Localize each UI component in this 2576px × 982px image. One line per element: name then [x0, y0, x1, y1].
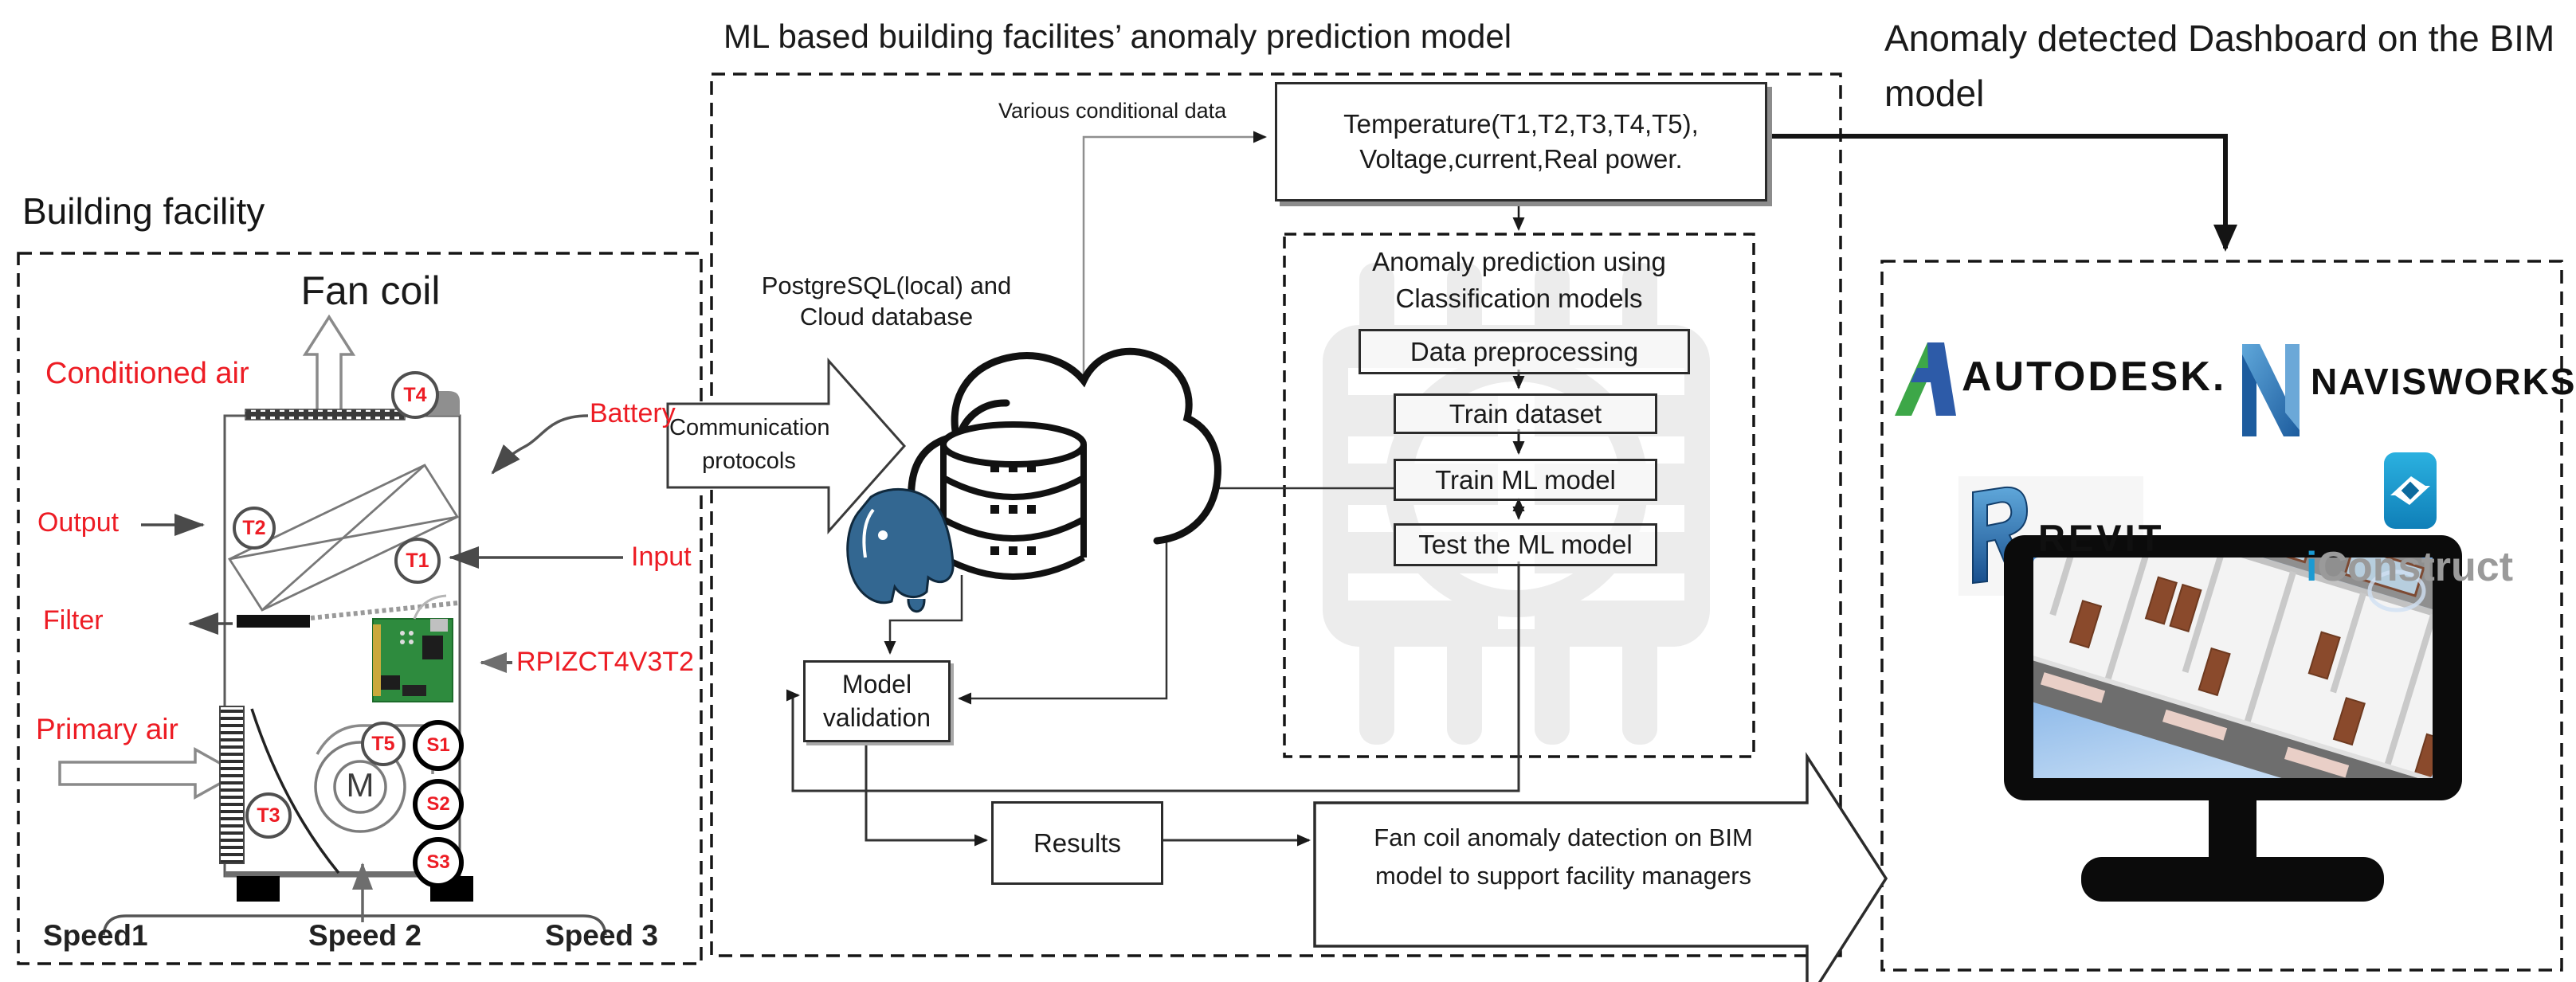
speed2-label: Speed 2	[308, 919, 421, 952]
big-arrow-label: Fan coil anomaly datection on BIM model …	[1374, 824, 1753, 890]
top-coil-strip	[245, 409, 406, 421]
iconstruct-logo-icon	[2384, 452, 2437, 529]
results-box: Results	[991, 801, 1163, 885]
conditioned-air-label: Conditioned air	[45, 357, 249, 390]
battery-label: Battery	[590, 398, 676, 428]
speed3-label: Speed 3	[545, 919, 658, 952]
output-label: Output	[37, 507, 120, 538]
db-bottom-to-validation-arrow	[884, 575, 963, 655]
validation-to-results-arrow	[865, 737, 988, 847]
step-train-dataset: Train dataset	[1394, 393, 1657, 434]
building-section-title: Building facility	[22, 190, 265, 232]
motor-label: M	[346, 766, 374, 804]
temp-to-dashboard-arrow	[1765, 134, 2237, 252]
bim-detection-big-arrow	[1313, 752, 1888, 982]
primary-air-arrow-icon	[58, 747, 241, 800]
anomaly-box-title: Anomaly prediction using Classification …	[1372, 247, 1666, 314]
sensor-badge-s1: S1	[413, 720, 464, 771]
fan-coil-label: Fan coil	[300, 268, 441, 313]
rpi-label: RPIZCT4V3T2	[516, 647, 694, 677]
primary-air-label: Primary air	[36, 713, 178, 745]
autodesk-logo-icon	[1895, 342, 1956, 416]
temperature-line2: Voltage,current,Real power.	[1359, 144, 1683, 174]
navisworks-logo-icon	[2242, 344, 2300, 436]
autodesk-wordmark: AUTODESK.	[1962, 354, 2227, 400]
speed-brace	[102, 914, 607, 936]
filter-label: Filter	[43, 605, 104, 636]
testml-loop-to-validation	[786, 561, 1520, 792]
postgresql-logo-icon	[846, 487, 955, 613]
bim-model-screenshot	[2033, 558, 2433, 778]
dashboard-dashed-box	[1880, 260, 2563, 972]
iconstruct-wordmark: iConstruct	[2306, 543, 2513, 591]
iconstruct-rest: Construct	[2317, 544, 2514, 590]
conditioned-air-arrow-icon	[302, 314, 356, 414]
speed1-label: Speed1	[43, 919, 148, 952]
communication-protocols-arrow	[666, 358, 907, 534]
sensor-badge-s3: S3	[413, 837, 464, 888]
step-train-ml-model: Train ML model	[1394, 459, 1657, 501]
navisworks-wordmark: NAVISWORKS	[2311, 361, 2576, 402]
building-facility-dashed-box	[17, 252, 703, 965]
sensor-badge-t2: T2	[233, 507, 276, 550]
filter-bar	[237, 615, 310, 628]
iconstruct-i: i	[2306, 544, 2318, 590]
model-validation-box: Model validation	[803, 660, 951, 742]
heat-exchanger-battery	[227, 464, 460, 612]
temperature-line1: Temperature(T1,T2,T3,T4,T5),	[1343, 109, 1699, 139]
ml-model-dashed-box	[710, 72, 1842, 957]
ml-section-title: ML based building facilites’ anomaly pre…	[723, 18, 1512, 55]
rpi-board-icon	[372, 594, 453, 702]
sensor-badge-t3: T3	[245, 792, 292, 839]
revit-wordmark: REVIT	[2038, 517, 2165, 559]
battery-arrow	[491, 414, 589, 475]
fan-coil-unit-drawing	[58, 314, 623, 936]
communication-protocols-label: Communication protocols	[669, 415, 830, 475]
sensor-badge-t5: T5	[361, 722, 406, 766]
sensor-badge-s2: S2	[413, 779, 464, 830]
cloud-database-icon	[908, 347, 1221, 580]
step-test-ml-model: Test the ML model	[1394, 523, 1657, 566]
sensor-badge-t4: T4	[391, 371, 439, 419]
conditional-data-label: Various conditional data	[998, 99, 1227, 123]
step-data-preprocessing: Data preprocessing	[1359, 329, 1690, 374]
dashboard-section-title: Anomaly detected Dashboard on the BIM mo…	[1884, 18, 2555, 114]
postgres-cloud-label: PostgreSQL(local) and Cloud database	[761, 272, 1012, 331]
vertical-coil-strip	[219, 706, 245, 864]
input-label: Input	[631, 542, 692, 572]
conditional-data-connector	[1082, 131, 1267, 434]
db-to-validation-right-arrow	[958, 488, 1168, 705]
monitor	[2004, 535, 2462, 902]
temperature-data-box: Temperature(T1,T2,T3,T4,T5), Voltage,cur…	[1275, 82, 1767, 201]
sensor-badge-t1: T1	[394, 538, 441, 584]
